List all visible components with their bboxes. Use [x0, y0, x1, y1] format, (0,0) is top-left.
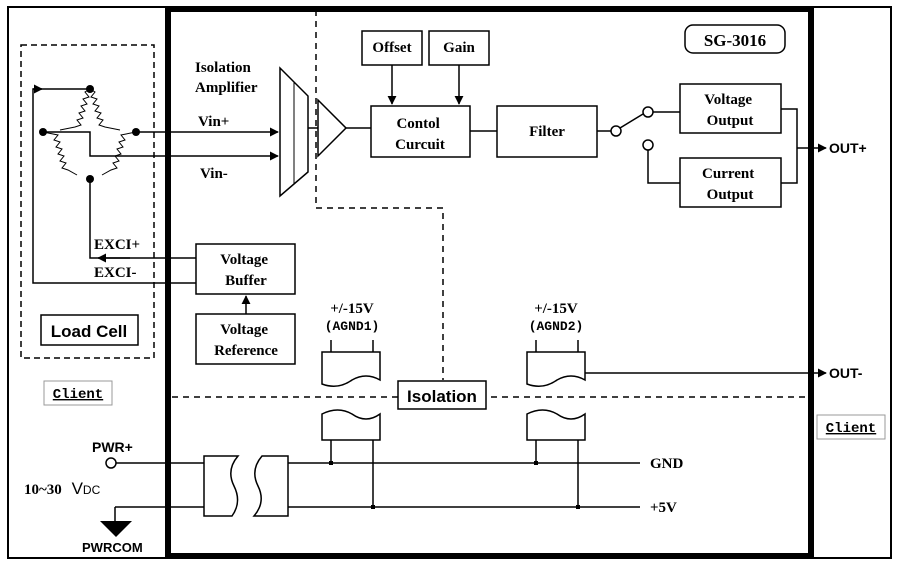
switch-common: [610, 125, 622, 137]
out-minus-label: OUT-: [829, 365, 863, 381]
isolation-boundary: [315, 10, 444, 380]
model-badge: [684, 24, 786, 54]
offset-label: Offset: [372, 40, 411, 56]
exci-minus-label: EXCI-: [94, 265, 137, 281]
ground-symbol: [100, 521, 132, 537]
switch-current-contact: [642, 139, 654, 151]
isolation-label-box: [397, 380, 487, 410]
dc-converter: [203, 455, 289, 517]
wire-exci-minus: [32, 88, 196, 284]
client-left-box: [43, 380, 113, 406]
current-output-box: [679, 157, 782, 208]
voltage-buffer-box: [195, 243, 296, 295]
vin-minus-label: Vin-: [200, 166, 228, 182]
filter-box: [496, 105, 598, 158]
load-cell-label: Load Cell: [51, 322, 128, 341]
isolation-label: Isolation: [407, 387, 477, 406]
voltage-range-label: 10~30 VDC: [24, 479, 101, 498]
voltage-reference-label: Voltage Reference: [214, 322, 278, 359]
dc-isolator-2: [526, 340, 586, 441]
voltage-reference-box: [195, 313, 296, 365]
gnd-label: GND: [650, 456, 684, 472]
voltage-buffer-label: Voltage Buffer: [220, 252, 272, 289]
client-right-box: [816, 414, 886, 440]
supply2-label: +/-15V: [534, 301, 578, 317]
bridge: [42, 88, 137, 176]
switch-lever: [619, 113, 644, 129]
wire-vin-minus: [43, 131, 279, 161]
pwr-plus-label: PWR+: [92, 439, 133, 455]
agnd1-label: (AGND1): [325, 319, 380, 334]
load-cell-region: [20, 44, 155, 359]
plus5v-label: +5V: [650, 500, 677, 516]
client-left-label: Client: [53, 387, 103, 403]
gain-label: Gain: [443, 40, 475, 56]
supply1-label: +/-15V: [330, 301, 374, 317]
voltage-output-box: [679, 83, 782, 134]
control-circuit-box: [370, 105, 471, 158]
exci-plus-label: EXCI+: [94, 237, 140, 253]
dc-isolator-1: [321, 340, 381, 441]
voltage-output-label: Voltage Output: [704, 92, 756, 129]
out-plus-label: OUT+: [829, 140, 867, 156]
filter-label: Filter: [529, 124, 565, 140]
isolation-amplifier-label: Isolation Amplifier: [195, 60, 258, 96]
current-output-label: Current Output: [702, 166, 758, 203]
agnd2-label: (AGND2): [529, 319, 584, 334]
pwrcom-label: PWRCOM: [82, 540, 143, 555]
buffer-amplifier: [317, 98, 348, 158]
model-label: SG-3016: [704, 31, 766, 50]
control-circuit-label: Contol Curcuit: [395, 116, 445, 153]
vin-plus-label: Vin+: [198, 114, 229, 130]
pwr-plus-terminal: [105, 457, 117, 469]
wire-exci-plus: [89, 179, 196, 259]
client-right-label: Client: [826, 421, 876, 437]
switch-voltage-contact: [642, 106, 654, 118]
load-cell-label-box: [40, 314, 139, 346]
